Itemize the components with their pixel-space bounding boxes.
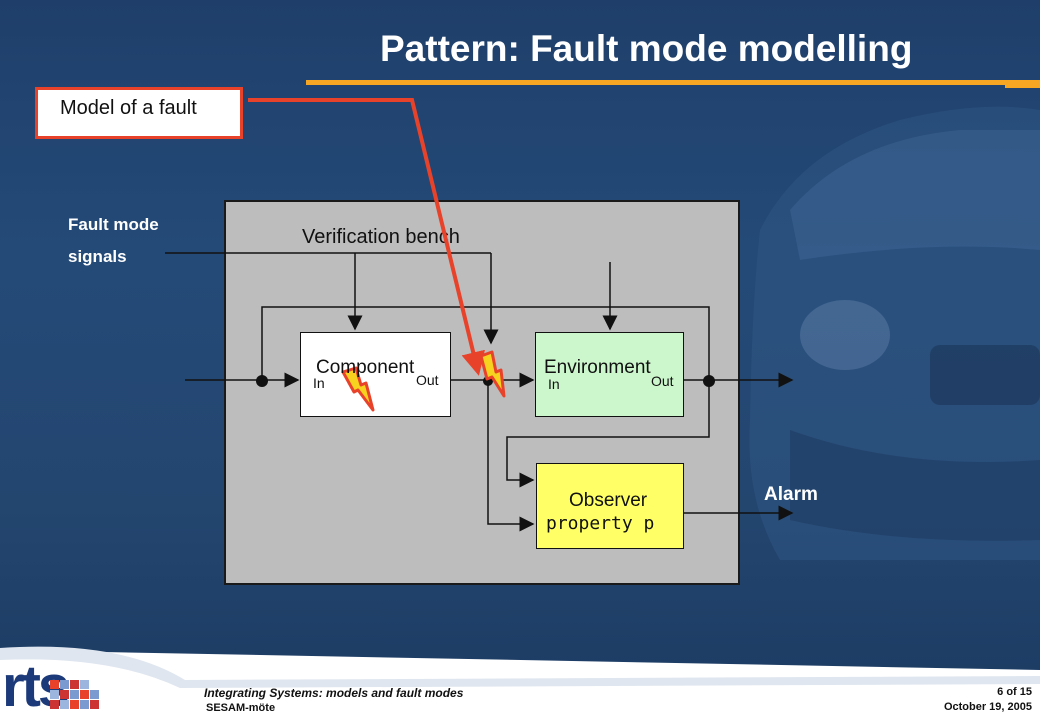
car-headlight: [800, 300, 890, 370]
footer-swoosh: [0, 646, 1040, 688]
fault-pointer-arrow: [248, 98, 485, 376]
car-grille: [930, 345, 1040, 405]
fault-model-callout-text: Model of a fault: [60, 97, 197, 119]
car-windshield: [790, 130, 1040, 260]
environment-label: Environment: [544, 357, 651, 378]
env-to-observer-wire: [506, 380, 710, 488]
junction-dot: [256, 375, 268, 387]
lightning-icon: [479, 350, 506, 398]
component-block: [300, 332, 451, 417]
component-in-port: In: [313, 375, 325, 391]
observer-property-label: property p: [546, 513, 655, 534]
alarm-label: Alarm: [764, 484, 818, 505]
observer-label: Observer: [569, 490, 648, 511]
environment-block: [535, 332, 684, 417]
lightning-icon: [341, 366, 375, 412]
footer-subtitle: SESAM-möte: [206, 702, 276, 714]
top-loop-wire: [261, 306, 710, 380]
car-bumper: [790, 430, 1040, 541]
title-underline: [306, 80, 1006, 85]
link-to-observer-wire: [487, 380, 535, 532]
environment-in-port: In: [548, 376, 560, 392]
fault-mode-signals-label: Fault mode signals: [68, 215, 159, 266]
component-out-port: Out: [416, 372, 439, 388]
component-label: Component: [316, 357, 415, 378]
junction-dot: [703, 375, 715, 387]
observer-block: [536, 463, 684, 549]
page-title: Pattern: Fault mode modelling: [380, 28, 913, 69]
page-number: 6 of 15: [997, 686, 1032, 698]
fault-model-callout: [35, 87, 243, 139]
title-accent-bar: [1005, 80, 1040, 88]
footer-date: October 19, 2005: [943, 701, 1032, 713]
environment-out-port: Out: [651, 373, 674, 389]
logo-mosaic-icon: [50, 680, 99, 709]
footer-title: Integrating Systems: models and fault mo…: [204, 686, 464, 700]
verification-bench-label: Verification bench: [302, 226, 460, 248]
